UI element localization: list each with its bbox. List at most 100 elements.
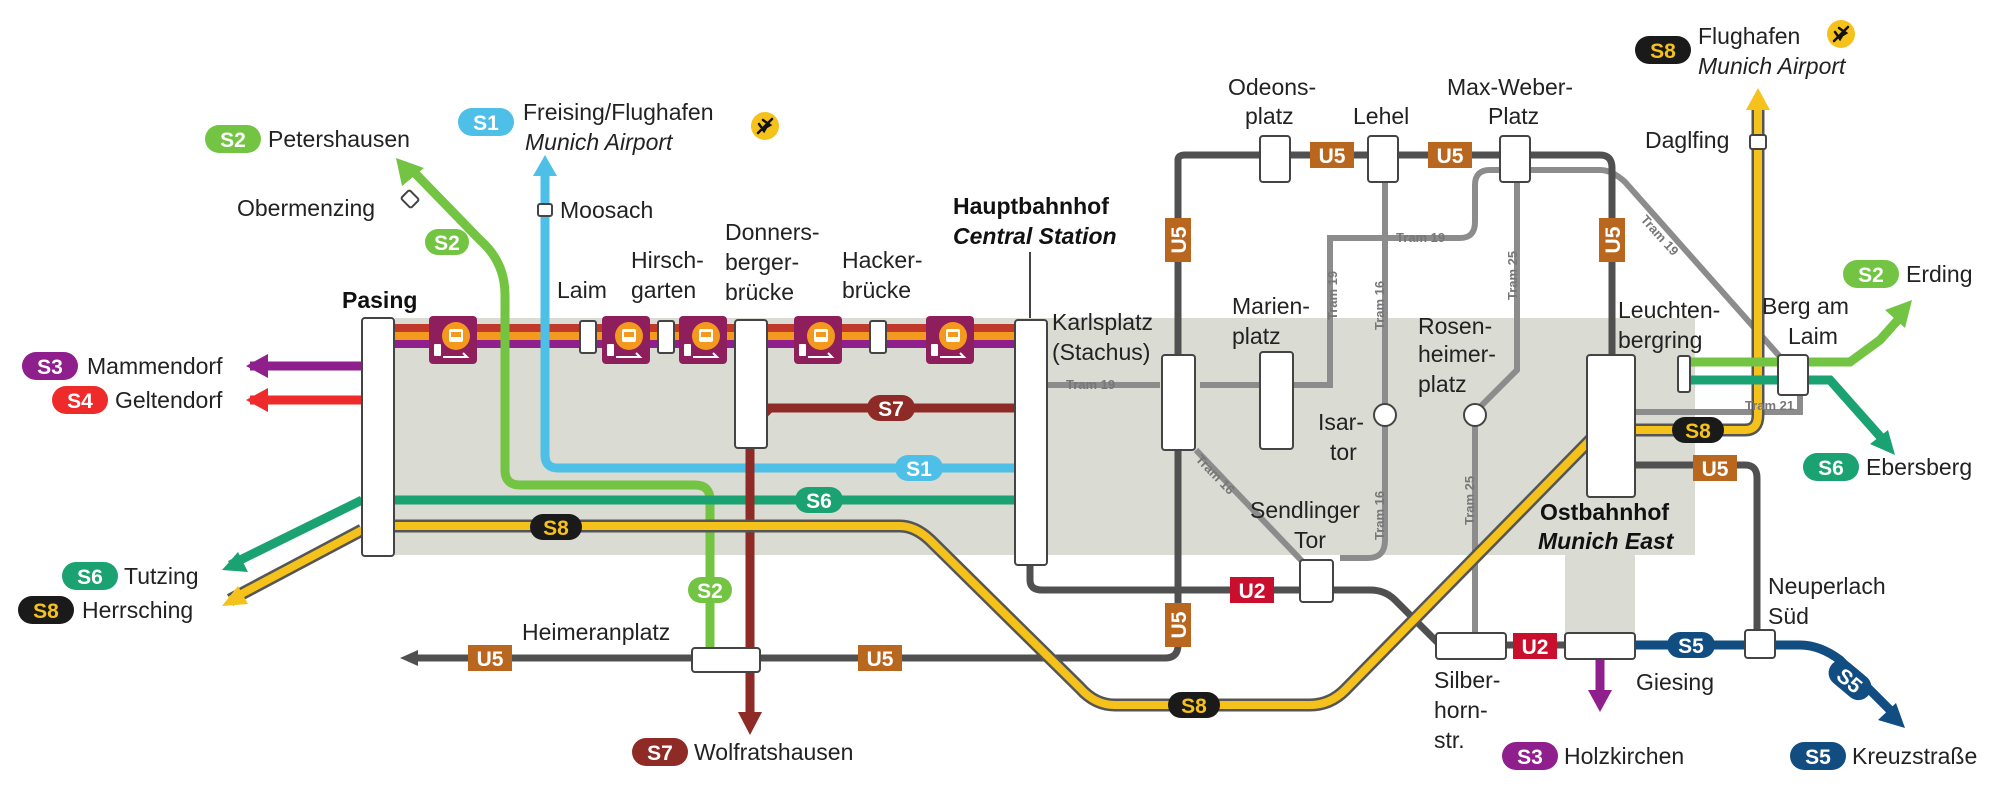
arrow-head-icon xyxy=(400,650,418,666)
badge-u5-odeon: U5 xyxy=(1310,142,1354,168)
svg-text:S6: S6 xyxy=(806,490,832,513)
svg-text:S5: S5 xyxy=(1678,635,1704,658)
svg-text:S1: S1 xyxy=(906,458,932,481)
svg-text:Tutzing: Tutzing xyxy=(124,563,199,589)
arrow-head-icon xyxy=(1878,703,1905,728)
station-labels: Pasing Obermenzing Moosach Laim Hirsch- … xyxy=(237,74,1886,753)
station-isartor[interactable] xyxy=(1373,403,1397,427)
terminus-erding: S2 Erding xyxy=(1843,260,1972,288)
badge-u5-ost: U5 xyxy=(1693,455,1737,481)
station-laim[interactable] xyxy=(579,320,597,354)
station-neuperlach[interactable] xyxy=(1744,629,1776,659)
arrow-head-icon xyxy=(222,552,248,572)
station-donnersberger[interactable] xyxy=(734,319,768,449)
station-heimeranplatz[interactable] xyxy=(691,647,761,673)
bus-replacement-icon xyxy=(793,315,843,365)
s2-line-east xyxy=(1680,309,1909,367)
label-silberhorn-2: horn- xyxy=(1434,697,1488,723)
label-giesing: Giesing xyxy=(1636,669,1714,695)
station-rosenheimer[interactable] xyxy=(1463,403,1487,427)
label-sendlinger-2: Tor xyxy=(1294,527,1326,553)
svg-text:U2: U2 xyxy=(1522,636,1549,659)
label-lehel: Lehel xyxy=(1353,103,1409,129)
station-bergamlaim[interactable] xyxy=(1777,354,1809,396)
svg-text:S8: S8 xyxy=(1181,695,1207,718)
label-bergamlaim-2: Laim xyxy=(1788,323,1838,349)
label-ostbahnhof-en: Munich East xyxy=(1538,528,1675,554)
airplane-icon xyxy=(1825,18,1857,50)
svg-text:Petershausen: Petershausen xyxy=(268,126,410,152)
station-obermenzing[interactable] xyxy=(400,189,420,209)
arrow-head-icon xyxy=(738,712,762,735)
svg-text:S2: S2 xyxy=(220,129,246,152)
terminus-herrsching: S8 Herrsching xyxy=(18,596,193,624)
label-silberhorn-3: str. xyxy=(1434,727,1465,753)
station-lehel[interactable] xyxy=(1367,135,1399,183)
badge-s2-upper: S2 xyxy=(425,229,469,255)
badge-s6: S6 xyxy=(795,487,843,513)
label-neuperlach-1: Neuperlach xyxy=(1768,573,1886,599)
bus-replacement-icon xyxy=(428,315,478,365)
svg-text:Munich Airport: Munich Airport xyxy=(1698,53,1847,79)
station-ostbahnhof[interactable] xyxy=(1586,354,1636,498)
svg-text:S2: S2 xyxy=(434,232,460,255)
label-heimeranplatz: Heimeranplatz xyxy=(522,619,670,645)
s6-line-west xyxy=(228,495,364,570)
ubahn-lines xyxy=(410,151,1761,662)
bus-replacement-icon xyxy=(925,315,975,365)
badge-s8-south: S8 xyxy=(1168,692,1220,718)
svg-text:U5: U5 xyxy=(867,648,894,671)
station-karlsplatz[interactable] xyxy=(1161,354,1196,451)
station-hacker[interactable] xyxy=(869,320,887,354)
svg-text:Erding: Erding xyxy=(1906,261,1972,287)
s1-line xyxy=(540,168,1015,473)
svg-text:S6: S6 xyxy=(1818,457,1844,480)
svg-text:U5: U5 xyxy=(1168,226,1191,253)
station-marienplatz[interactable] xyxy=(1259,351,1294,450)
badge-s7: S7 xyxy=(867,395,915,421)
terminus-kreuzstrasse: S5 Kreuzstraße xyxy=(1790,742,1977,770)
line-badges: S2 S2 S7 S1 S6 S8 S8 S8 U5 U5 U5 U5 U5 U… xyxy=(425,142,1872,718)
station-giesing[interactable] xyxy=(1564,632,1636,660)
station-silberhorn[interactable] xyxy=(1435,632,1507,660)
label-leuchtenbergring-2: bergring xyxy=(1618,327,1702,353)
station-daglfing[interactable] xyxy=(1749,134,1767,150)
station-pasing[interactable] xyxy=(361,317,395,557)
arrow-head-icon xyxy=(1746,88,1770,110)
station-boxes xyxy=(361,134,1809,673)
svg-text:U5: U5 xyxy=(1437,145,1464,168)
svg-text:U5: U5 xyxy=(1602,226,1625,253)
tram-25-label: Tram 25 xyxy=(1462,476,1477,525)
badge-s1: S1 xyxy=(895,455,943,481)
label-rosenheimer-2: heimer- xyxy=(1418,341,1496,367)
tram-25-label: Tram 25 xyxy=(1505,251,1520,300)
bus-replacement-icon xyxy=(601,315,651,365)
badge-u5-east-vertical: U5 xyxy=(1599,218,1625,262)
station-odeonsplatz[interactable] xyxy=(1259,135,1291,183)
station-hbf[interactable] xyxy=(1014,319,1048,566)
station-leuchtenbergring[interactable] xyxy=(1677,355,1691,393)
label-hbf-en: Central Station xyxy=(953,223,1117,249)
tram-19-label: Tram 19 xyxy=(1066,377,1115,392)
badge-u2-east: U2 xyxy=(1513,633,1557,659)
badge-s5-line: S5 xyxy=(1667,632,1715,658)
station-hirschgarten[interactable] xyxy=(657,320,675,354)
arrow-heads xyxy=(222,88,1912,735)
svg-text:S8: S8 xyxy=(1685,420,1711,443)
tram-19-label: Tram 19 xyxy=(1396,230,1445,245)
label-leuchtenbergring-1: Leuchten- xyxy=(1618,297,1720,323)
u2-line xyxy=(1026,555,1760,649)
label-obermenzing: Obermenzing xyxy=(237,195,375,221)
terminus-flughafen: S8 Flughafen Munich Airport xyxy=(1635,18,1857,79)
airplane-icon xyxy=(749,110,781,142)
station-sendlinger[interactable] xyxy=(1299,559,1334,603)
station-moosach[interactable] xyxy=(537,203,553,217)
svg-text:U5: U5 xyxy=(1319,145,1346,168)
station-maxweber[interactable] xyxy=(1499,135,1531,183)
svg-text:S7: S7 xyxy=(878,398,904,421)
label-daglfing: Daglfing xyxy=(1645,127,1729,153)
terminus-geltendorf: S4 Geltendorf xyxy=(52,386,223,414)
tram-19-label: Tram 19 xyxy=(1325,271,1340,320)
label-hbf: Hauptbahnhof xyxy=(953,193,1109,219)
svg-text:Freising/Flughafen: Freising/Flughafen xyxy=(523,99,714,125)
